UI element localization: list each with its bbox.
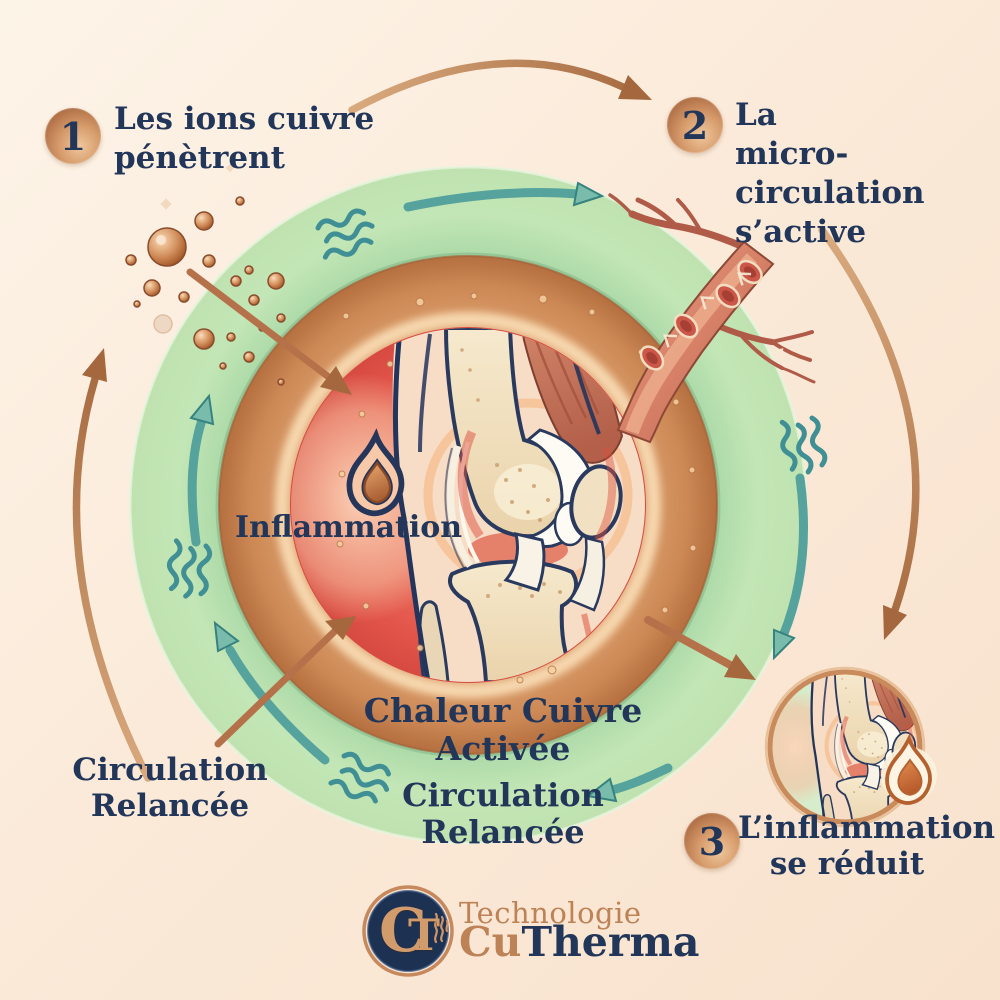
mini-knee-circle [764,666,937,828]
sparkle [160,163,235,210]
micro-circulation-vessel [608,193,816,444]
step-badge-2: 2 [667,97,723,153]
heat-transfer-arrow [644,616,756,680]
logo-letter-c: C [379,896,427,966]
step-badge-3: 3 [684,813,740,869]
cycle-arrow-top [348,59,652,114]
copper-ring-bubbles [336,292,697,684]
logo-mark ct-monogram [362,885,454,977]
step1-label: Les ions cuivre pénètrent [114,101,375,176]
mini-flame-icon [885,736,932,805]
logo-letter-t: T [408,911,440,961]
brand-therma: Therma [521,918,700,966]
heat-waves-icon [434,912,449,944]
cycle-arrow-left [72,348,152,782]
circulation-flow-arrows [187,181,809,803]
heat-activated-label: Chaleur Cuivre Activée [363,691,643,768]
penetration-arrow [186,268,352,395]
step3-label: L’inflammation se réduit [738,810,996,882]
flame-icon [349,436,401,514]
step-badge-1: 1 [45,108,101,164]
step2-label: La micro-circulation s’active [735,97,925,250]
cycle-arrow-right [818,226,920,640]
circulation-outside-label: Circulation Relancée [72,752,268,824]
brand-cu: Cu [459,918,522,966]
circulation-ring-label: Circulation Relancée [402,776,604,851]
brand-name: CuTherma [459,919,699,965]
step-number: 3 [698,818,726,864]
step-number: 1 [59,113,87,159]
step-number: 2 [681,102,709,148]
copper-ion-particles [125,196,286,386]
circulation-return-arrow [214,616,356,748]
brand-prefix: Technologie [459,896,642,930]
inflammation-label: Inflammation [235,510,463,545]
red-blood-cells [639,259,763,371]
